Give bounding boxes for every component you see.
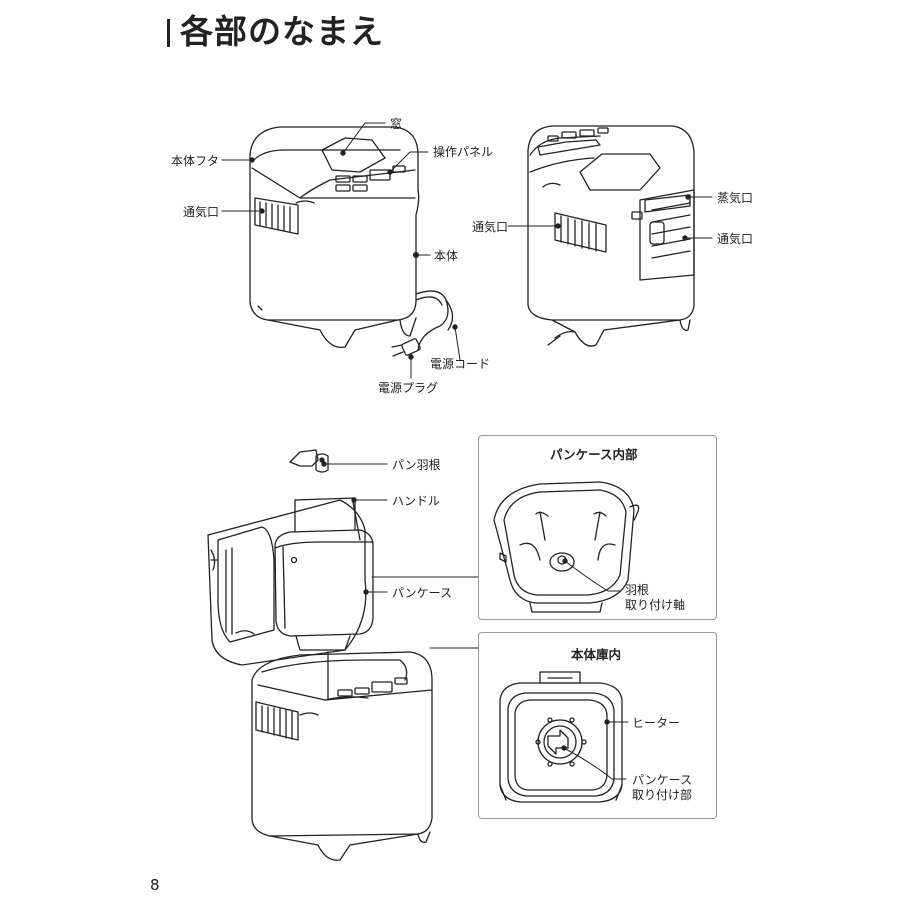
label-vent-back: 通気口 <box>717 232 754 246</box>
detail-box-pan-interior <box>478 435 717 620</box>
leader-lines-fig2 <box>507 194 713 241</box>
label-bread-pan: パンケース <box>392 586 453 600</box>
machine-rear-view <box>527 125 695 347</box>
machine-front-view <box>249 126 454 357</box>
label-control-panel: 操作パネル <box>433 145 494 159</box>
leader-lines-detail2 <box>561 719 629 780</box>
label-lid: 本体フタ <box>171 154 220 168</box>
chamber-detail <box>499 671 623 803</box>
label-paddle: パン羽根 <box>392 458 441 472</box>
leader-lines-fig3 <box>321 461 479 649</box>
label-power-cord: 電源コード <box>430 357 491 371</box>
leader-lines-detail1 <box>562 558 621 592</box>
label-vent-front: 通気口 <box>183 205 220 219</box>
detail-chamber-heading: 本体庫内 <box>571 647 622 662</box>
machine-open-view <box>207 449 433 861</box>
label-window: 窓 <box>390 117 403 131</box>
pan-interior-detail <box>493 481 640 613</box>
label-heater: ヒーター <box>632 716 681 730</box>
page-number: 8 <box>150 876 160 894</box>
label-handle: ハンドル <box>392 494 441 508</box>
title-accent-bar <box>167 19 170 47</box>
label-pan-mount-line1: パンケース <box>632 773 693 787</box>
label-pan-mount-line2: 取り付け部 <box>632 788 693 802</box>
leader-lines-fig1 <box>221 122 461 379</box>
label-vent-side: 通気口 <box>472 220 509 234</box>
label-steam-vent: 蒸気口 <box>717 191 754 205</box>
page-title: 各部のなまえ <box>180 12 384 51</box>
label-power-plug: 電源プラグ <box>378 381 439 395</box>
detail-box-chamber <box>478 632 717 819</box>
detail-pan-heading: パンケース内部 <box>550 447 638 462</box>
label-paddle-shaft-line2: 取り付け軸 <box>625 598 686 612</box>
label-paddle-shaft-line1: 羽根 <box>625 583 650 597</box>
label-body: 本体 <box>434 249 459 263</box>
